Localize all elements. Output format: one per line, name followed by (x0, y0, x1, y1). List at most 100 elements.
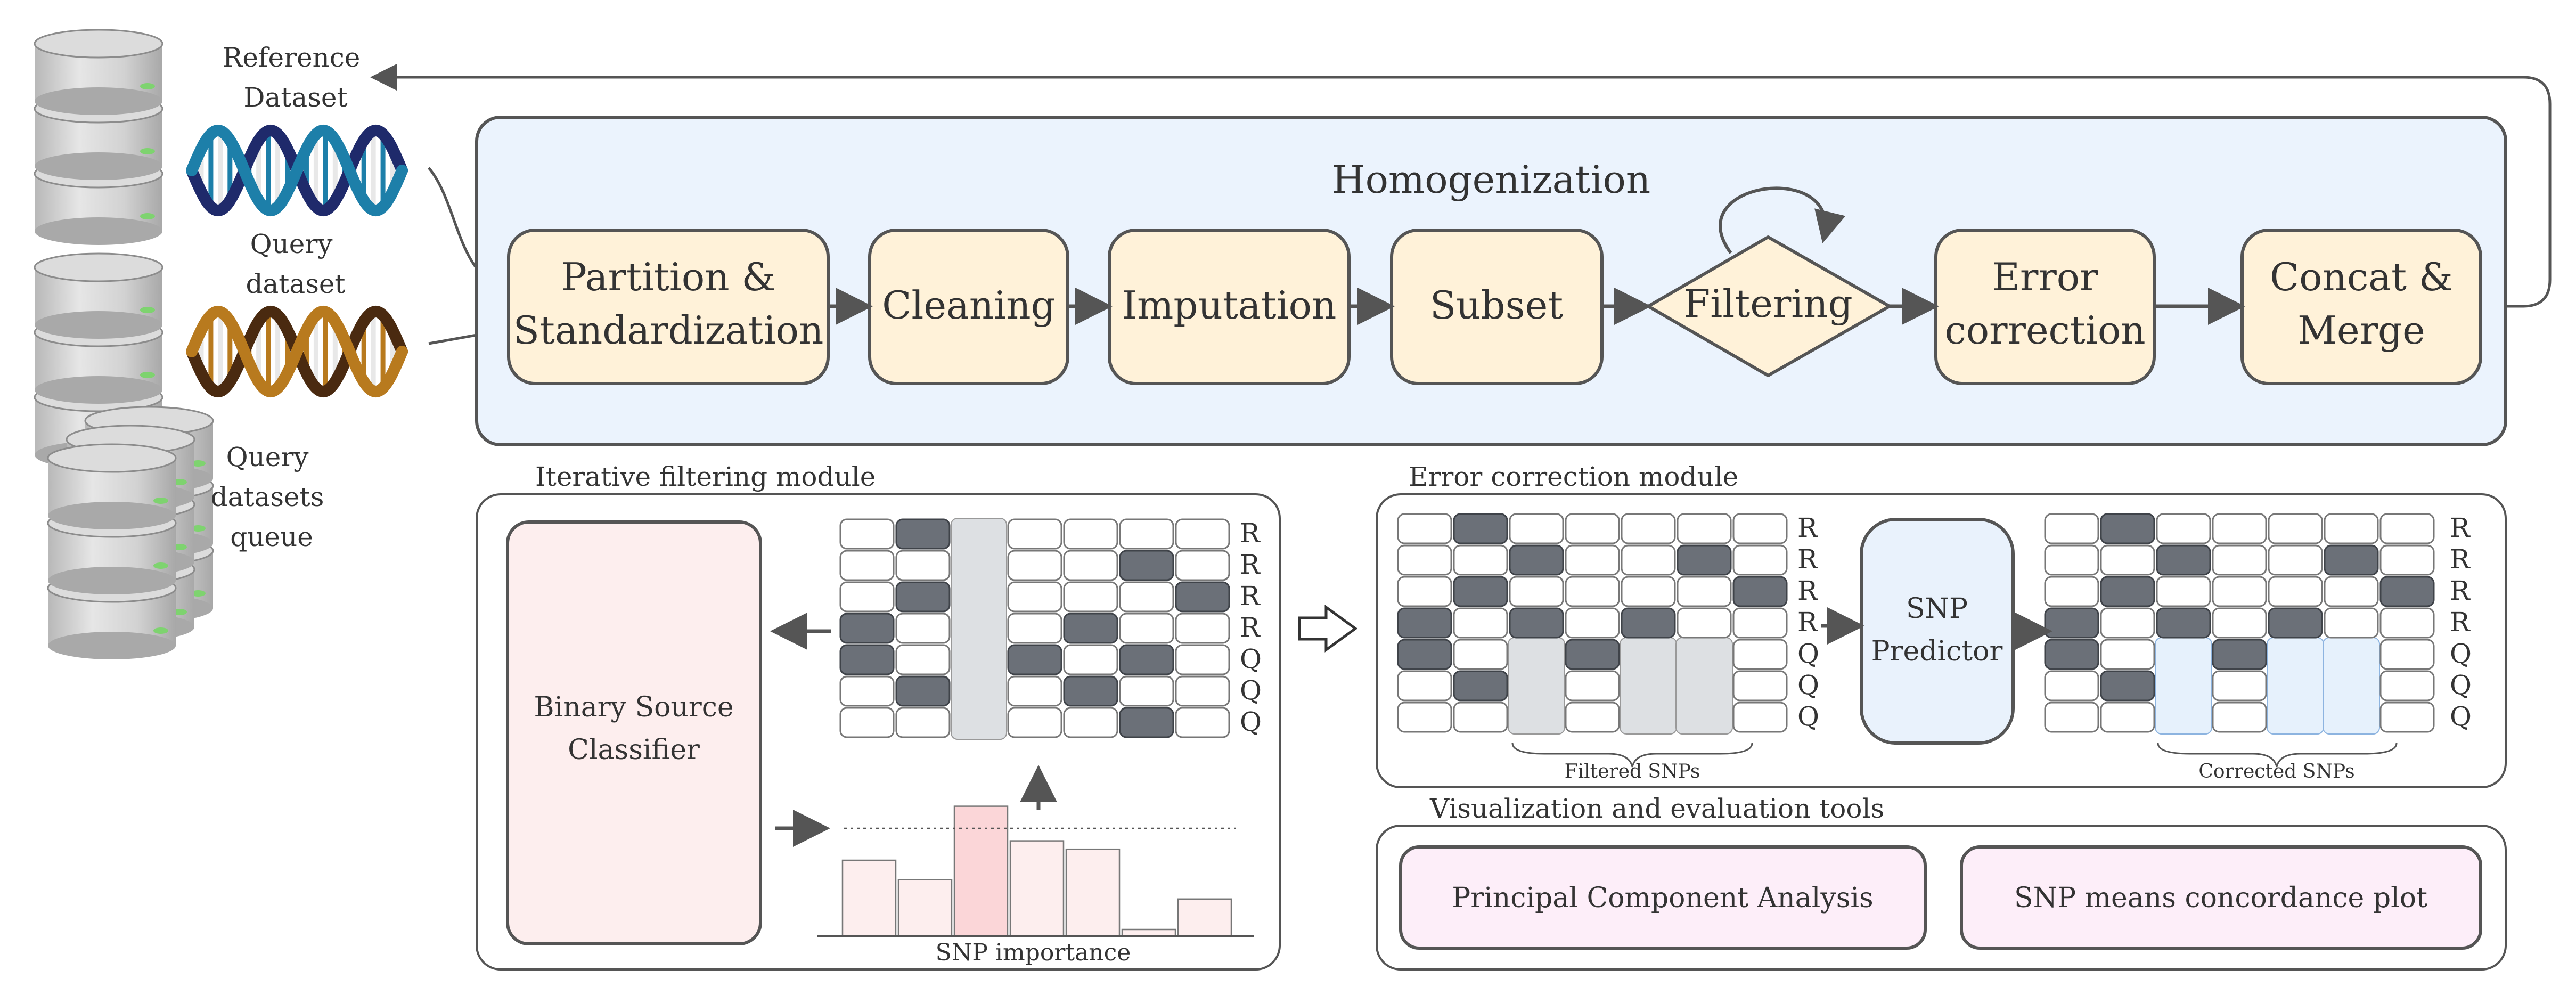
filtering-snp-cell-variant (839, 613, 895, 644)
error-before-snp-cell (1677, 607, 1732, 639)
error-after-snp-cell (2379, 607, 2435, 639)
filtering-snp-cell (1007, 707, 1062, 738)
filtering-snp-cell (1007, 550, 1062, 581)
error-after-snp-cell (2156, 513, 2211, 544)
error-before-snp-cell (1732, 607, 1788, 639)
error-before-snp-cell (1677, 513, 1732, 544)
filtering-snp-cell (1063, 550, 1118, 581)
filtering-row-label: R (1240, 518, 1261, 549)
tool-concordance-plot[interactable]: SNP means concordance plot (1960, 845, 2482, 950)
query-dna-strand (186, 305, 408, 398)
svg-text:Principal Component Analysis: Principal Component Analysis (1452, 882, 1873, 914)
error-after-highlight-column (2267, 637, 2324, 735)
error-before-row-label: R (1797, 544, 1818, 575)
error-before-snp-cell (1565, 544, 1620, 576)
error-after-snp-cell (2100, 544, 2155, 576)
importance-bar (1065, 848, 1121, 937)
queue-db-front-status-led (153, 498, 168, 504)
error-after-snp-cell (2212, 670, 2267, 702)
predictor-arrows (1821, 607, 2052, 650)
filtering-snp-cell-variant (1119, 644, 1174, 675)
filtering-snp-grid (839, 518, 1230, 740)
filtering-snp-cell-variant (1063, 675, 1118, 707)
step-partition-standardization[interactable]: Partition &Standardization (507, 229, 830, 385)
filtering-snp-cell (839, 550, 895, 581)
error-before-snp-cell-variant (1453, 576, 1508, 607)
error-after-row-label: R (2450, 544, 2471, 575)
error-before-snp-cell-variant (1677, 544, 1732, 576)
query-db-segment-bottom (35, 376, 162, 404)
reference-dna-icon (186, 124, 408, 217)
step-concat-merge[interactable]: Concat &Merge (2240, 229, 2482, 385)
filtered-snps-label: Filtered SNPs (1565, 761, 1700, 782)
error-before-row-label: Q (1797, 701, 1819, 732)
tools-title: Visualization and evaluation tools (1429, 793, 1884, 824)
error-before-snp-cell (1397, 670, 1452, 702)
error-after-snp-cell-variant (2100, 670, 2155, 702)
error-before-snp-cell (1621, 576, 1676, 607)
error-after-snp-cell (2379, 513, 2435, 544)
error-after-snp-cell (2379, 702, 2435, 733)
reference-db-status-led (140, 148, 155, 154)
error-before-snp-cell (1565, 670, 1620, 702)
tools-panel (1376, 825, 2507, 971)
error-before-snp-cell-variant (1565, 639, 1620, 670)
filtering-snp-cell-variant (895, 518, 951, 550)
step-imputation[interactable]: Imputation (1108, 229, 1351, 385)
error-before-snp-cell-variant (1509, 544, 1564, 576)
error-before-snp-cell (1565, 702, 1620, 733)
filtering-snp-cell (1063, 518, 1118, 550)
error-before-row-label: R (1797, 512, 1818, 543)
filtering-snp-cell (1007, 675, 1062, 707)
error-after-snp-cell-variant (2379, 576, 2435, 607)
error-after-row-label: Q (2450, 701, 2472, 732)
filtering-snp-cell (1007, 613, 1062, 644)
filtering-snp-cell (1175, 675, 1230, 707)
filtering-snp-cell (1063, 644, 1118, 675)
filtering-snp-cell (1119, 675, 1174, 707)
error-before-snp-cell (1677, 576, 1732, 607)
query-db-status-led (140, 307, 155, 313)
reference-db-segment-bottom (35, 87, 162, 115)
svg-text:SNP means concordance plot: SNP means concordance plot (2014, 882, 2427, 914)
error-after-highlight-column (2323, 637, 2380, 735)
reference-db-status-led (140, 213, 155, 219)
snp-importance-bars (841, 805, 1232, 937)
corrected-snps-label: Corrected SNPs (2198, 761, 2354, 782)
filtering-row-label: R (1240, 581, 1261, 611)
step-subset[interactable]: Subset (1390, 229, 1604, 385)
error-before-snp-cell (1732, 513, 1788, 544)
reference-db-segment-bottom (35, 217, 162, 245)
error-before-snp-cell-variant (1621, 607, 1676, 639)
queue-db-front-segment-bottom (48, 502, 176, 529)
queue-db-front-status-led (153, 627, 168, 634)
homogenization-title: Homogenization (1332, 157, 1650, 202)
importance-bar-highlighted (953, 805, 1009, 937)
error-after-snp-cell (2212, 576, 2267, 607)
query-label: Query dataset (246, 229, 345, 299)
error-before-snp-cell (1509, 576, 1564, 607)
filtering-snp-cell-variant (1063, 613, 1118, 644)
importance-axis-label: SNP importance (936, 939, 1131, 966)
error-before-snp-cell (1397, 576, 1452, 607)
error-after-snp-cell (2044, 513, 2099, 544)
tool-pca[interactable]: Principal Component Analysis (1399, 845, 1927, 950)
feedback-arrow (370, 64, 2552, 308)
error-before-row-label: Q (1797, 638, 1819, 669)
error-after-snp-cell (2044, 544, 2099, 576)
step-cleaning[interactable]: Cleaning (868, 229, 1069, 385)
error-before-snp-cell-variant (1397, 639, 1452, 670)
filtering-row-label: R (1240, 612, 1261, 643)
error-after-snp-cell-variant (2268, 607, 2323, 639)
filtering-row-label: Q (1240, 643, 1262, 674)
error-after-row-label: R (2450, 607, 2471, 638)
error-after-snp-cell (2100, 702, 2155, 733)
reference-dna-strand (186, 124, 408, 217)
